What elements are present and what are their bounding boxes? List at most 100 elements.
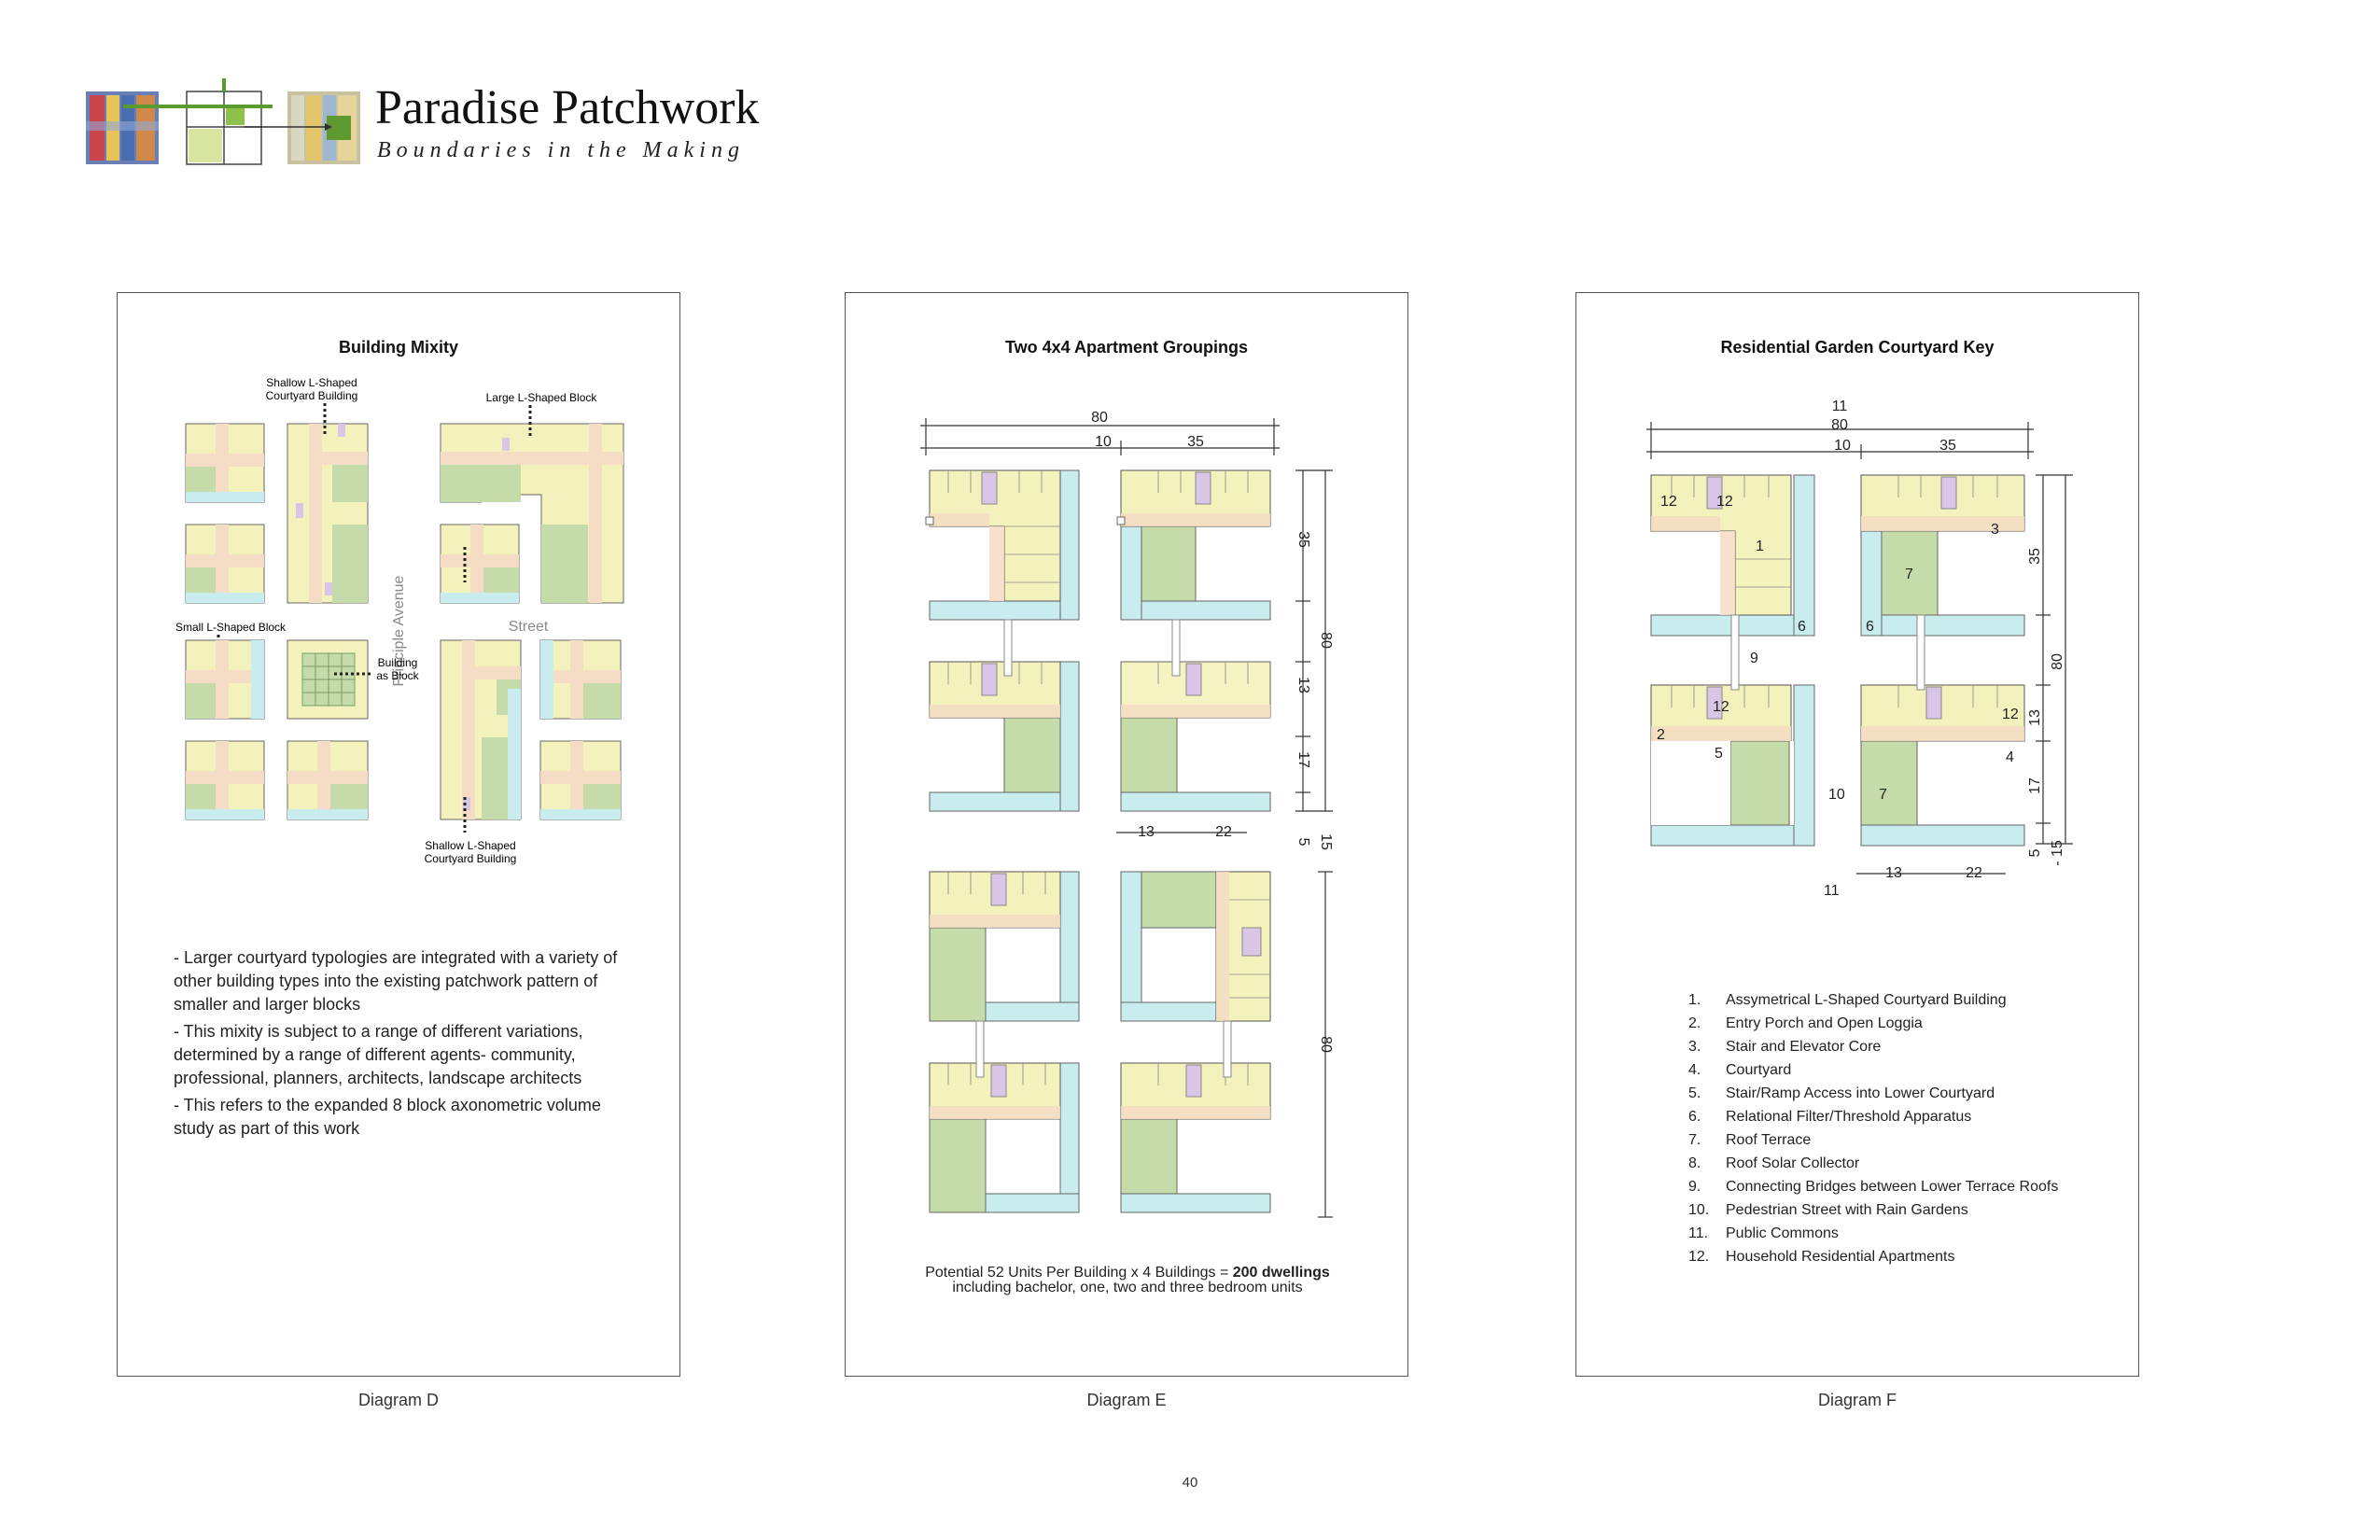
dim-total: 80	[1091, 410, 1108, 426]
page-number: 40	[1182, 1475, 1198, 1491]
panel-courtyard-key: Residential Garden Courtyard Key	[1575, 292, 2139, 1377]
marker-4: 4	[2006, 749, 2014, 765]
building-a1	[925, 469, 1080, 621]
note-1: - Larger courtyard typologies are integr…	[174, 948, 618, 1014]
block-building-as-block	[287, 639, 369, 720]
building-mixity-diagram: Shallow L-Shaped Courtyard Building Larg…	[175, 376, 624, 865]
legend-item: 1.Assymetrical L-Shaped Courtyard Buildi…	[1688, 988, 2118, 1012]
building-d1	[1120, 661, 1271, 812]
marker-6b: 6	[1866, 619, 1874, 635]
legend-item: 10. Pedestrian Street with Rain Gardens	[1688, 1198, 2118, 1222]
legend-num: 9.	[1688, 1179, 1701, 1195]
label-large-block: Large L-Shaped Block	[486, 391, 598, 404]
legend-item: 3. Stair and Elevator Core	[1688, 1035, 2118, 1058]
marker-5: 5	[1715, 746, 1723, 762]
summary-text-1: Potential 52 Units Per Building x 4 Buil…	[925, 1265, 1233, 1281]
legend-num: 2.	[1688, 1015, 1701, 1031]
dim-v4: 5	[1295, 838, 1311, 847]
block-small-6	[287, 740, 369, 820]
key-dimension-lines	[1646, 422, 2073, 875]
panel-title: Building Mixity	[339, 338, 458, 357]
label-shallow-bottom-2: Courtyard Building	[425, 852, 517, 865]
legend-item: 5.Stair/Ramp Access into Lower Courtyard	[1688, 1082, 2118, 1105]
legend-text: Courtyard	[1726, 1062, 1792, 1078]
marker-12b: 12	[1716, 494, 1733, 510]
building-a2	[929, 871, 1080, 1022]
label-street: Street	[509, 619, 549, 635]
dimension-labels: 80 10 35 35 13 17 5 15 80 80 13 22	[1091, 410, 1334, 1053]
legend-num: 3.	[1688, 1039, 1701, 1055]
legend-item: 9. Connecting Bridges between Lower Terra…	[1688, 1175, 2118, 1198]
key-building-2	[1860, 474, 2025, 637]
legend-num: 12.	[1688, 1249, 1710, 1265]
label-shallow-bottom-1: Shallow L-Shaped	[425, 839, 515, 852]
panel-building-mixity: Building Mixity Shallow L-S	[117, 292, 680, 1377]
marker-6a: 6	[1798, 619, 1806, 635]
dim-v1: 35	[2027, 548, 2043, 565]
key-building-3	[1650, 684, 1815, 847]
summary-text-2: including bachelor, one, two and three b…	[952, 1280, 1303, 1295]
block-large-l	[440, 423, 624, 604]
block-small-1	[185, 423, 265, 503]
legend-item: 8.Roof Solar Collector	[1688, 1152, 2118, 1175]
dim-v3: 17	[1295, 751, 1311, 768]
building-c1	[929, 661, 1080, 812]
marker-7a: 7	[1905, 567, 1913, 582]
legend-num: 6.	[1688, 1109, 1701, 1125]
legend-text: Connecting Bridges between Lower Terrace…	[1726, 1179, 2059, 1195]
block-shallow-l-bottom	[440, 639, 522, 820]
marker-12d: 12	[2002, 707, 2019, 722]
key-building-4	[1860, 684, 2025, 847]
label-shallow-top-1: Shallow L-Shaped	[266, 376, 357, 389]
building-d2	[1120, 1062, 1271, 1213]
key-dimension-labels: 11 80 10 35 35 13 17 5 - 15 80 13 22	[1831, 399, 2065, 881]
legend-text: Pedestrian Street with Rain Gardens	[1726, 1202, 1968, 1218]
dim-vtotal: 80	[1318, 632, 1334, 649]
label-building-block-2: as Block	[376, 669, 419, 682]
caption-diagram-e: Diagram E	[1086, 1391, 1167, 1409]
courtyard-legend: 1.Assymetrical L-Shaped Courtyard Buildi…	[1688, 988, 2118, 1268]
logo-tiles	[86, 78, 360, 165]
dim-v2: 13	[2027, 709, 2043, 726]
legend-text: Entry Porch and Open Loggia	[1726, 1015, 1923, 1031]
legend-num: 1.	[1688, 992, 1701, 1008]
dim-v1: 35	[1295, 531, 1311, 548]
building-b1	[1116, 469, 1271, 621]
legend-num: 8.	[1688, 1155, 1701, 1171]
legend-text: Roof Terrace	[1726, 1132, 1812, 1148]
legend-item: 6. Relational Filter/Threshold Apparatus	[1688, 1105, 2118, 1128]
label-shallow-top-2: Courtyard Building	[266, 389, 358, 402]
legend-num: 10.	[1688, 1202, 1710, 1218]
block-small-4	[539, 639, 622, 720]
dim-right: 35	[1187, 434, 1204, 450]
panel-title: Residential Garden Courtyard Key	[1720, 338, 1995, 357]
legend-item: 2. Entry Porch and Open Loggia	[1688, 1012, 2118, 1035]
group-top	[925, 469, 1271, 812]
legend-text: Stair/Ramp Access into Lower Courtyard	[1726, 1085, 1995, 1101]
block-small-3	[185, 639, 265, 720]
dim-b2: 22	[1966, 865, 1982, 881]
legend-text: Relational Filter/Threshold Apparatus	[1726, 1109, 1972, 1125]
marker-12c: 12	[1713, 699, 1729, 715]
label-small-block: Small L-Shaped Block	[175, 621, 287, 634]
marker-9: 9	[1750, 651, 1758, 666]
panel-apartment-groupings: Two 4x4 Apartment Groupings	[845, 292, 1408, 1377]
legend-num: 7.	[1688, 1132, 1701, 1148]
block-small-mid	[440, 524, 520, 604]
marker-7b: 7	[1879, 787, 1887, 803]
caption-diagram-f: Diagram F	[1817, 1391, 1897, 1409]
page-title: Paradise Patchwork	[375, 81, 760, 134]
dim-left: 10	[1834, 438, 1851, 454]
dim-b1: 13	[1885, 865, 1902, 881]
units-summary: Potential 52 Units Per Building x 4 Buil…	[902, 1266, 1353, 1295]
legend-text: Stair and Elevator Core	[1726, 1039, 1882, 1055]
dim-top: 11	[1832, 399, 1848, 414]
key-building-1	[1650, 474, 1815, 637]
dimension-lines	[920, 418, 1333, 1218]
courtyard-key-diagram: 12 12 1 3 7 6 6 9 12 12 2 5 10 4 7	[1646, 399, 2073, 881]
legend-num: 4.	[1688, 1062, 1701, 1078]
building-c2	[929, 1062, 1080, 1213]
summary-bold-dwellings: dwellings	[1261, 1265, 1330, 1281]
marker-2: 2	[1657, 727, 1665, 743]
block-shallow-l-top	[287, 423, 369, 604]
